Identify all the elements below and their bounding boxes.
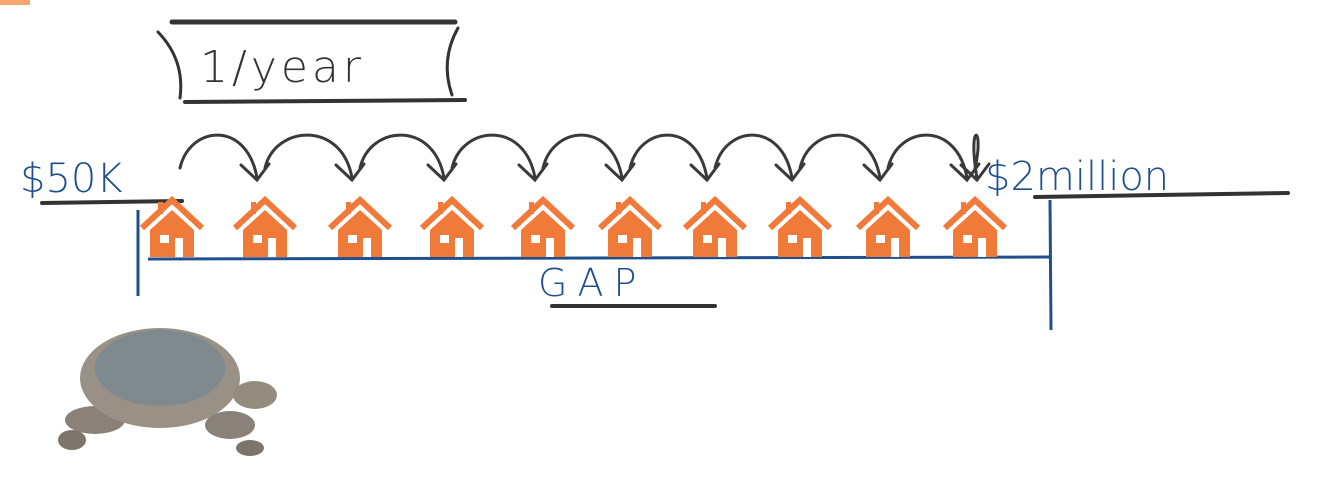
title-text: 1/year — [200, 42, 365, 93]
start-label: $50K — [20, 156, 123, 202]
corner-mark — [0, 0, 30, 5]
houses-row — [139, 195, 1008, 257]
tortoise-image — [58, 328, 277, 456]
curved-arrow-icon — [798, 133, 894, 183]
house-icon — [139, 195, 205, 257]
curved-arrow-icon — [263, 133, 366, 183]
house-icon — [510, 195, 576, 257]
curved-arrow-icon — [886, 133, 981, 183]
curved-arrow-icon — [358, 133, 458, 183]
house-icon — [767, 195, 833, 257]
curved-arrow-icon — [628, 133, 721, 183]
curved-arrow-icon — [713, 133, 806, 183]
end-underline — [1033, 191, 1290, 199]
title-box — [156, 19, 467, 104]
curved-arrow-icon — [541, 133, 636, 183]
house-icon — [942, 195, 1008, 257]
start-underline — [40, 199, 184, 205]
house-icon — [232, 195, 298, 257]
curved-arrow-icon — [959, 133, 991, 183]
curved-arrow-icon — [450, 133, 549, 183]
house-icon — [419, 195, 485, 257]
gap-label: GAP — [538, 261, 646, 305]
curved-arrow-icon — [178, 133, 271, 183]
house-icon — [597, 195, 663, 257]
arrows-row — [178, 133, 991, 183]
end-label: $2million — [985, 154, 1169, 200]
house-icon — [682, 195, 748, 257]
house-icon — [855, 195, 921, 257]
gap-bracket — [136, 199, 1053, 331]
house-icon — [327, 195, 393, 257]
